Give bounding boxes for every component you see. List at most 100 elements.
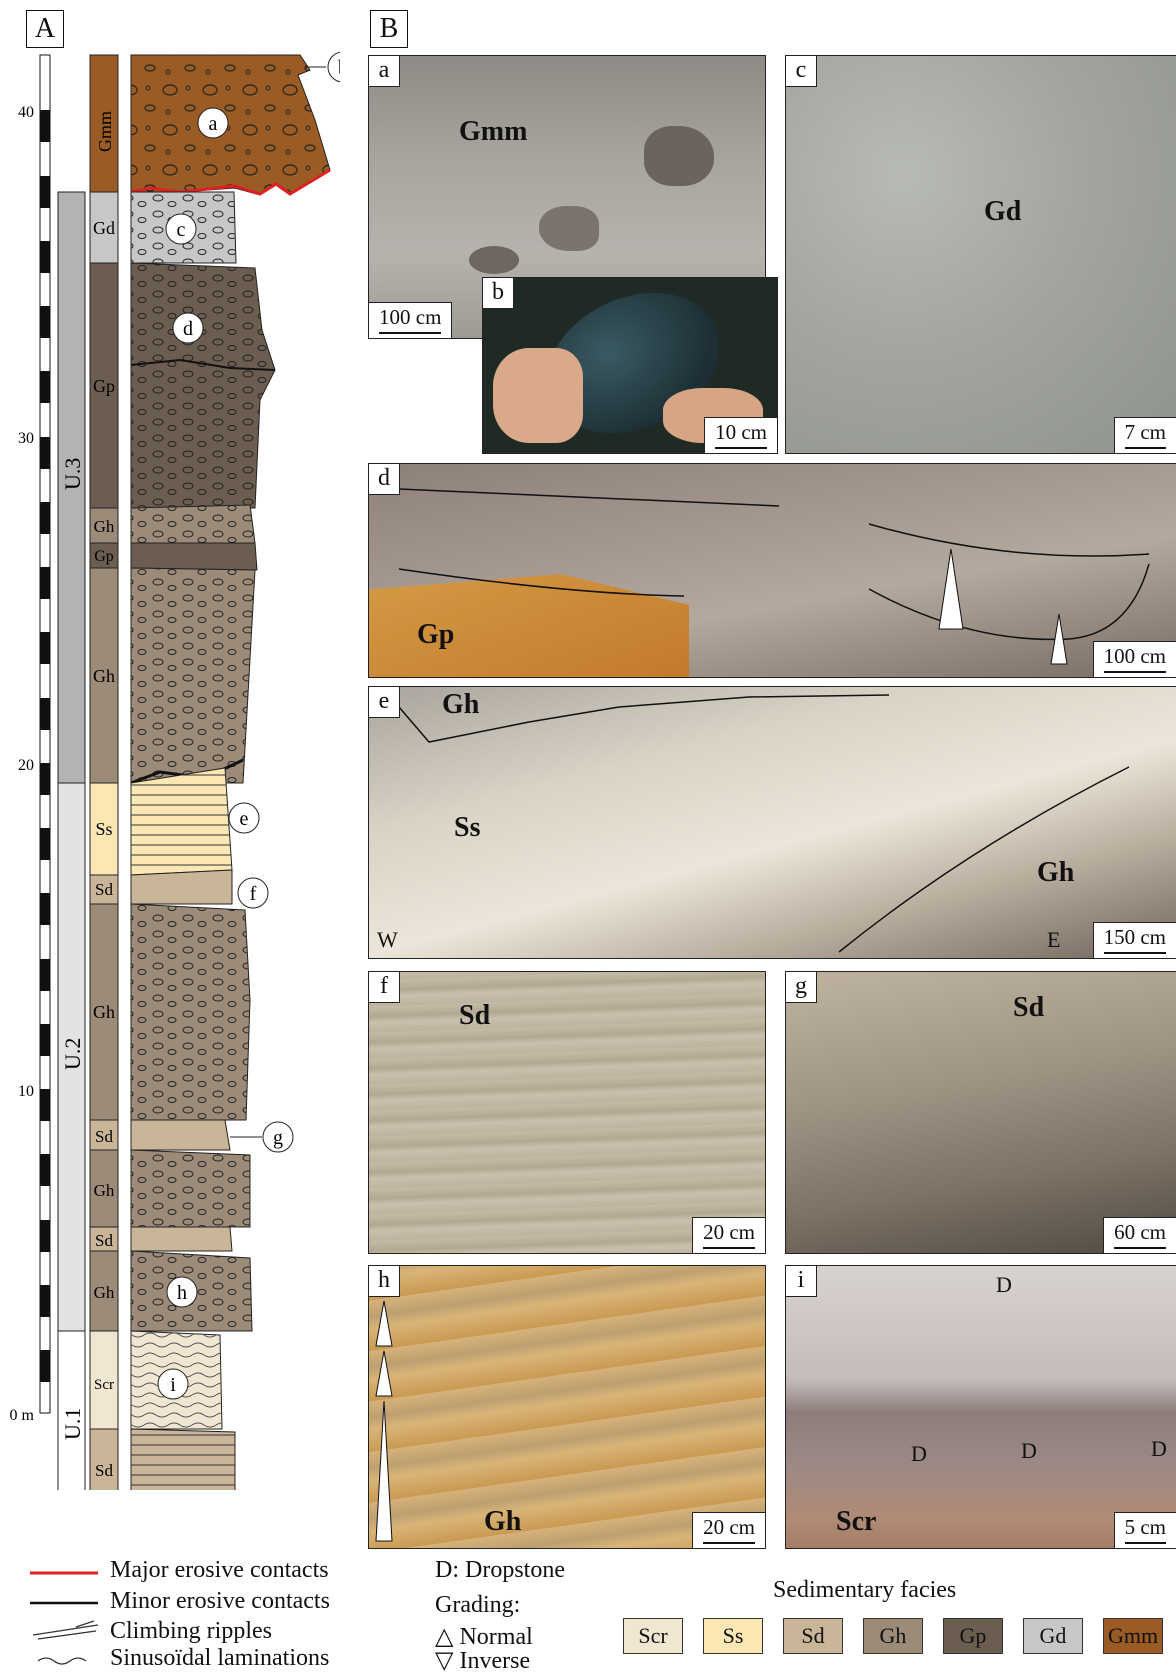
legend-dropstone: D: Dropstone — [435, 1557, 565, 1584]
facies-label: Scr — [836, 1506, 876, 1538]
legend-grading-inverse: ▽ Inverse — [435, 1646, 530, 1675]
photo-label: h — [369, 1266, 400, 1297]
photo-label: a — [369, 56, 400, 87]
facies-label: Gd — [984, 196, 1021, 228]
legend-facies-title: Sedimentary facies — [773, 1577, 956, 1604]
callout-f: f — [238, 878, 268, 908]
depth-scale — [40, 55, 50, 1413]
facies-label: Gmm — [459, 116, 527, 148]
callout-g: g — [230, 1122, 293, 1152]
photo-label: f — [369, 972, 400, 1003]
facies-label-gh-top: Gh — [442, 689, 479, 721]
scale-bar: 150 cm — [1093, 922, 1176, 958]
legend-grading: Grading: — [435, 1592, 520, 1619]
facies-code-gh-3: Gh — [93, 1002, 115, 1022]
facies-code-gmm: Gmm — [95, 111, 115, 152]
facies-code-sd-1: Sd — [95, 880, 113, 899]
clast — [539, 206, 599, 251]
facies-code-gp-2: Gp — [94, 548, 114, 565]
hand — [493, 348, 583, 443]
photo-b: b 10 cm — [482, 277, 778, 454]
legend-minor-contacts: Minor erosive contacts — [110, 1588, 330, 1615]
svg-text:g: g — [273, 1127, 283, 1149]
scale-bar: 100 cm — [1093, 641, 1176, 677]
callout-h: h — [167, 1277, 197, 1307]
unit-label-u2: U.2 — [60, 1038, 85, 1070]
facies-label: Gh — [484, 1506, 521, 1538]
scale-bar: 5 cm — [1114, 1512, 1176, 1548]
facies-code-scr: Scr — [94, 1377, 114, 1393]
facies-swatch-gh: Gh — [863, 1618, 923, 1654]
facies-code-sd-3: Sd — [95, 1231, 113, 1250]
facies-code-gh-5: Gh — [94, 1283, 115, 1302]
legend-major-contacts: Major erosive contacts — [110, 1557, 329, 1584]
dropstone-marker: D — [996, 1272, 1012, 1298]
photo-h: h Gh 20 cm — [368, 1265, 766, 1549]
unit-label-u1: U.1 — [60, 1408, 85, 1440]
scale-bar: 7 cm — [1114, 417, 1176, 453]
facies-code-gh-4: Gh — [94, 1181, 115, 1200]
facies-code-column — [90, 55, 118, 1490]
scale-bar: 100 cm — [369, 302, 452, 338]
facies-label: Gp — [417, 619, 454, 651]
callout-e: e — [229, 803, 259, 833]
sinusoidal-swatch — [38, 1658, 86, 1664]
photo-c: c Gd 7 cm — [785, 55, 1176, 454]
facies-swatch-gp: Gp — [943, 1618, 1003, 1654]
svg-text:d: d — [183, 318, 193, 340]
callout-b: b — [305, 52, 340, 82]
depth-label-40: 40 — [18, 104, 34, 121]
climbing-ripples-swatch — [33, 1621, 98, 1639]
facies-code-gh-2: Gh — [93, 666, 115, 686]
facies-code-ss: Ss — [95, 819, 112, 839]
facies-swatch-sd: Sd — [783, 1618, 843, 1654]
facies-code-sd-2: Sd — [95, 1127, 113, 1146]
legend-symbols — [28, 1565, 108, 1673]
facies-swatch-gmm: Gmm — [1103, 1618, 1163, 1654]
dropstone-marker: D — [1021, 1438, 1037, 1464]
scale-bar: 20 cm — [692, 1217, 765, 1253]
scale-bar: 10 cm — [704, 417, 777, 453]
photo-e: e Gh Ss Gh W E 150 cm — [368, 686, 1176, 959]
svg-text:i: i — [170, 1374, 176, 1396]
facies-code-gp-1: Gp — [93, 376, 115, 396]
facies-label: Sd — [459, 1000, 490, 1032]
svg-text:e: e — [240, 808, 249, 830]
svg-text:b: b — [338, 57, 340, 79]
callout-i: i — [158, 1369, 188, 1399]
photo-g: g Sd 60 cm — [785, 971, 1176, 1254]
dropstone-marker: D — [911, 1441, 927, 1467]
clast — [469, 246, 519, 274]
clast — [644, 126, 714, 186]
callout-d: d — [173, 313, 203, 343]
photo-i: i D D D D Scr 5 cm — [785, 1265, 1176, 1549]
lithology-log — [131, 55, 330, 1490]
photo-label: i — [786, 1266, 817, 1297]
grading-arrows — [369, 1266, 399, 1548]
facies-label: Sd — [1013, 992, 1044, 1024]
photo-label: c — [786, 56, 817, 87]
photo-d: d Gp 100 cm — [368, 463, 1176, 678]
photo-label: e — [369, 687, 400, 718]
svg-text:f: f — [250, 883, 257, 905]
orientation-west: W — [377, 927, 398, 953]
legend-climbing-ripples: Climbing ripples — [110, 1618, 272, 1645]
callout-a: a — [198, 108, 228, 138]
dropstone-marker: D — [1151, 1436, 1167, 1462]
facies-label-ss: Ss — [454, 812, 480, 844]
contact-lines — [369, 687, 1176, 958]
depth-label-0: 0 m — [10, 1407, 35, 1424]
orientation-east: E — [1047, 927, 1060, 953]
facies-swatch-gd: Gd — [1023, 1618, 1083, 1654]
facies-code-sd-4: Sd — [95, 1461, 113, 1480]
legend-sinusoidal: Sinusoïdal laminations — [110, 1645, 329, 1672]
photo-f: f Sd 20 cm — [368, 971, 766, 1254]
svg-text:h: h — [177, 1282, 187, 1304]
panel-b-letter: B — [370, 10, 408, 48]
photo-label: d — [369, 464, 400, 495]
svg-text:a: a — [209, 113, 218, 135]
svg-text:c: c — [177, 219, 186, 241]
depth-label-10: 10 — [18, 1083, 34, 1100]
scale-bar: 60 cm — [1103, 1217, 1176, 1253]
photo-label: g — [786, 972, 817, 1003]
